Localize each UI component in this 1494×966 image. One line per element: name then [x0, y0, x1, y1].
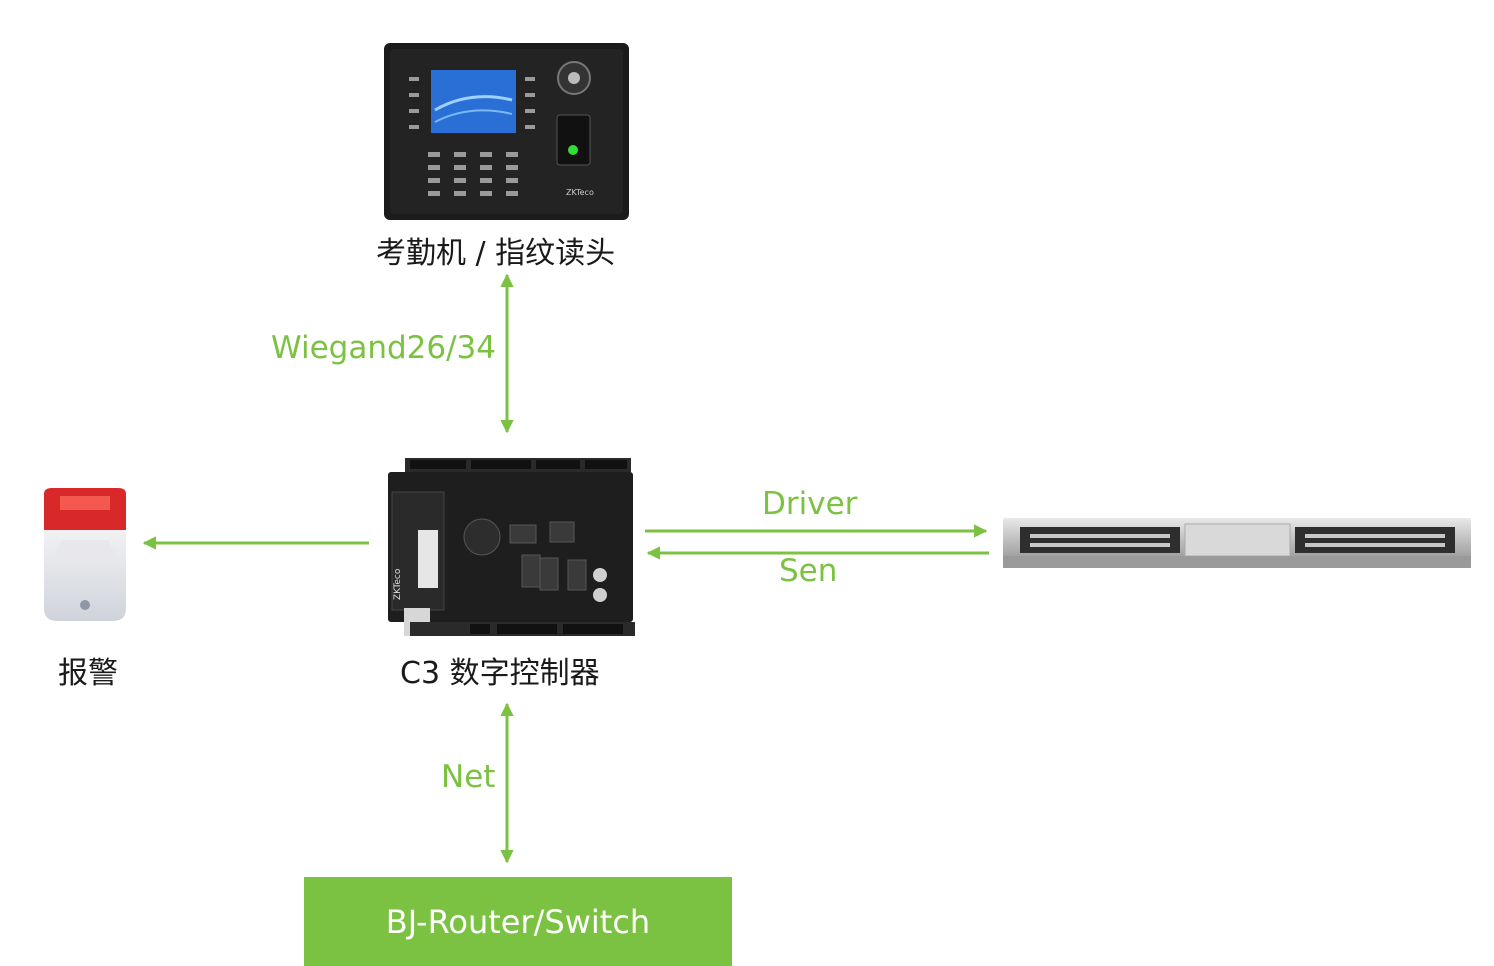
terminal-label: 考勤机 / 指纹读头: [376, 236, 616, 271]
magnetic-lock-device: [1003, 518, 1471, 568]
terminal-device: ZKTeco: [384, 43, 629, 220]
wiegand-label: Wiegand26/34: [271, 330, 496, 366]
driver-label: Driver: [762, 486, 858, 522]
router-label: BJ-Router/Switch: [385, 902, 651, 941]
terminal-keypad: [409, 77, 535, 196]
terminal-screen: [431, 70, 516, 133]
net-label: Net: [441, 759, 496, 795]
controller-brand-text: ZKTeco: [393, 568, 403, 600]
terminal-brand-text: ZKTeco: [566, 188, 594, 197]
router-switch-box: BJ-Router/Switch: [304, 877, 732, 966]
controller-device: ZKTeco: [388, 458, 635, 636]
alarm-siren-device: [44, 488, 126, 621]
fingerprint-sensor: [556, 114, 591, 166]
alarm-label: 报警: [58, 656, 118, 691]
controller-label: C3 数字控制器: [400, 656, 600, 691]
sen-label: Sen: [779, 553, 838, 589]
